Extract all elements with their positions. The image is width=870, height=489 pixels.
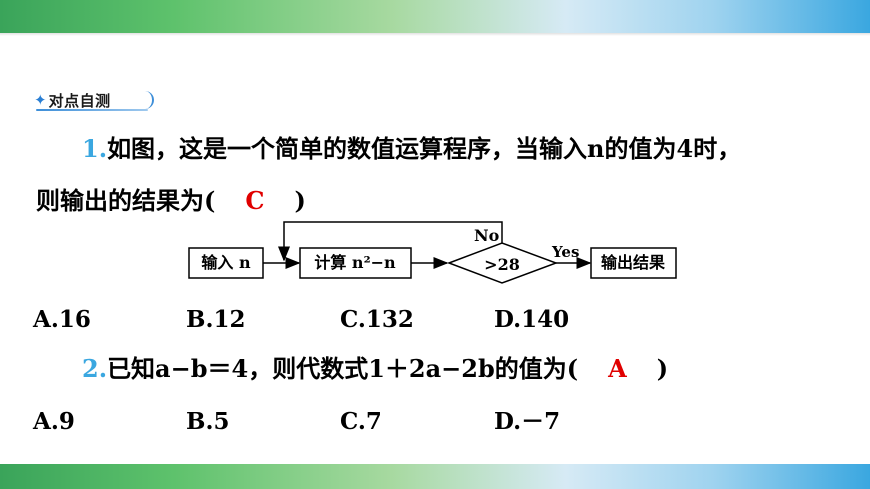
q1-option-b[interactable]: B.12 (186, 306, 246, 333)
q2-option-b[interactable]: B.5 (186, 408, 230, 435)
q1-option-a[interactable]: A.16 (33, 306, 91, 333)
q2-option-c[interactable]: C.7 (340, 408, 382, 435)
header-gradient-bar (0, 0, 870, 33)
sparkle-icon: ✦ (34, 91, 47, 109)
section-title: 对点自测 (48, 91, 111, 110)
q2-option-d[interactable]: D.－7 (494, 408, 561, 435)
output-box (590, 247, 677, 279)
footer-gradient-bar (0, 464, 870, 489)
section-curl (144, 91, 154, 109)
condition-label: >28 (484, 255, 520, 274)
yes-label: Yes (551, 243, 579, 261)
compute-label: 计算 n²−n (314, 253, 396, 272)
q1-line2: 则输出的结果为( C) (36, 186, 306, 216)
q2-number: 2. (82, 354, 108, 383)
input-label: 输入 n (201, 253, 251, 272)
q2-option-a[interactable]: A.9 (33, 408, 75, 435)
section-tag: ✦ 对点自测 (34, 89, 154, 111)
q1-close-paren: ) (294, 186, 306, 215)
q1-option-d[interactable]: D.140 (494, 306, 570, 333)
output-label: 输出结果 (601, 253, 665, 272)
q1-number: 1. (82, 134, 108, 163)
section-underline (36, 109, 148, 111)
q1-text-line1: 如图，这是一个简单的数值运算程序，当输入n的值为4时， (107, 134, 742, 163)
q2-close-paren: ) (656, 354, 669, 383)
q1-answer: C (245, 186, 265, 215)
q1-text-line2: 则输出的结果为( (36, 186, 216, 215)
q2-text: 已知a−b＝4，则代数式1＋2a−2b的值为( (107, 354, 579, 383)
q1-option-c[interactable]: C.132 (340, 306, 414, 333)
q2-line: 2.已知a−b＝4，则代数式1＋2a−2b的值为( A) (82, 354, 668, 384)
compute-box (299, 247, 412, 279)
no-label: No (474, 226, 500, 245)
header-shadow (0, 33, 870, 36)
loop-arrow (278, 221, 503, 262)
q1-line1: 1.如图，这是一个简单的数值运算程序，当输入n的值为4时， (82, 134, 741, 164)
q2-answer: A (608, 354, 627, 383)
